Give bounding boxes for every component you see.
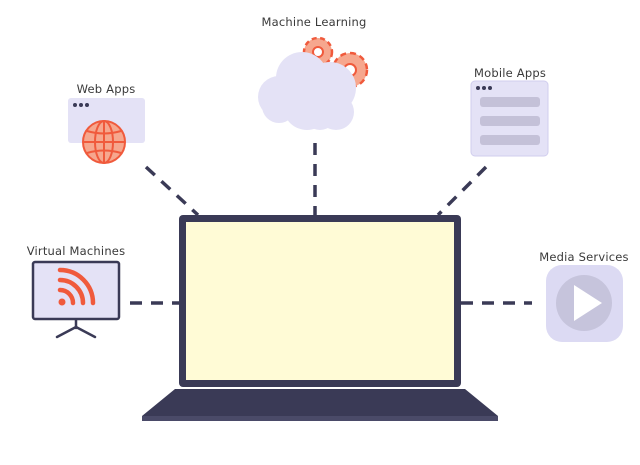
connector-mobile-apps [436,165,488,217]
connectors [130,143,532,305]
label-mobile-apps: Mobile Apps [473,66,547,80]
virtual-machines-node [31,260,121,339]
window-dot-icon [476,86,480,90]
list-bar [480,135,540,145]
cloud-icon [258,52,356,130]
list-bar [480,116,540,126]
web-apps-node [68,98,145,164]
media-services-node [546,265,623,342]
list-bar [480,97,540,107]
laptop-base [142,389,498,416]
laptop [142,215,498,421]
window-dot-icon [488,86,492,90]
machine-learning-node [258,36,369,130]
window-dot-icon [482,86,486,90]
laptop-base-edge [142,416,498,421]
window-dot-icon [79,103,83,107]
play-icon [574,285,602,321]
globe-icon [82,120,126,164]
connector-web-apps [144,165,200,217]
label-virtual-machines: Virtual Machines [26,244,126,258]
window-dot-icon [73,103,77,107]
monitor-stand [55,318,97,339]
label-web-apps: Web Apps [76,82,136,96]
label-machine-learning: Machine Learning [261,15,367,29]
laptop-screen [186,222,454,380]
rss-icon [57,267,96,306]
label-media-services: Media Services [539,250,629,264]
mobile-apps-node [470,80,549,157]
monitor-screen [31,260,121,321]
window-dot-icon [85,103,89,107]
